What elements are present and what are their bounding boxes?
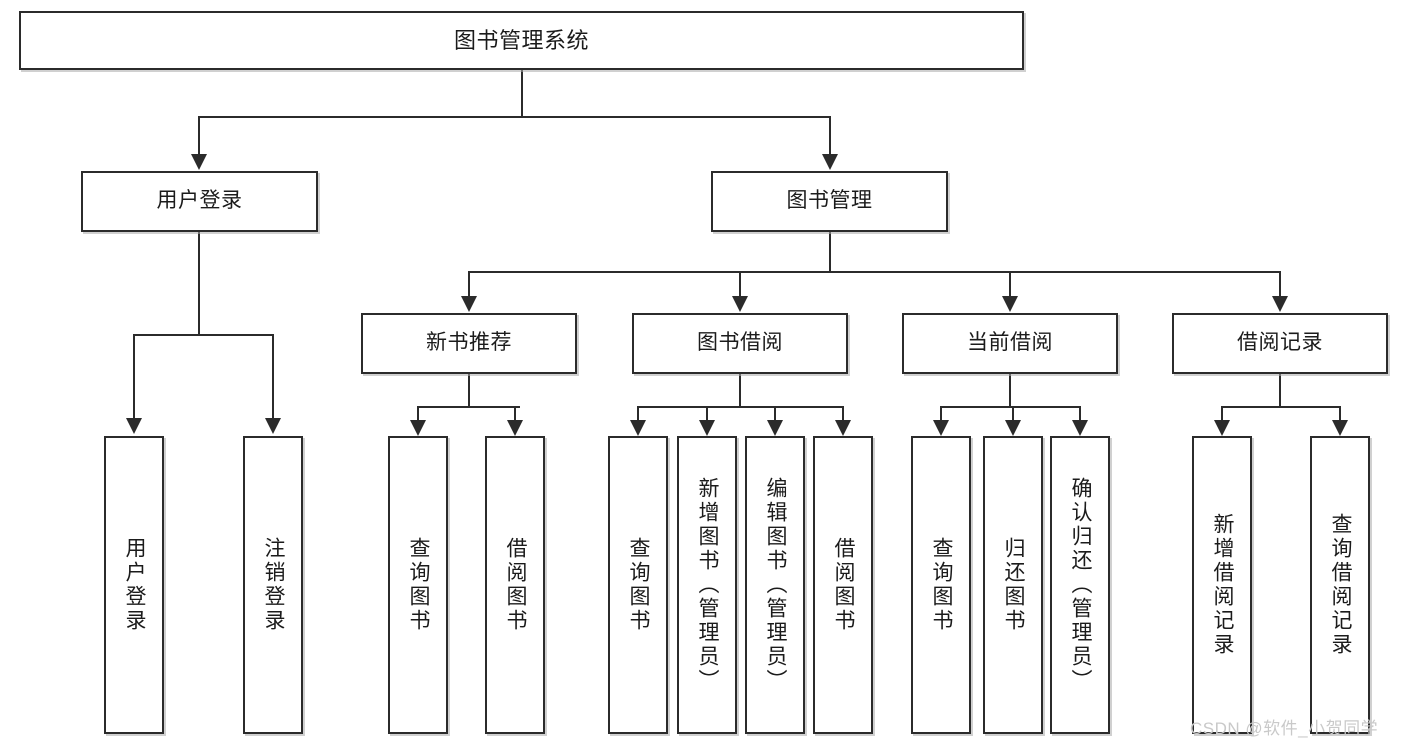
edge-to-current-borrow	[1009, 271, 1011, 297]
node-leaf-add-book-label: 新增图书（管理员）	[696, 477, 720, 693]
arrowhead-leaf-add-book	[699, 420, 715, 436]
edge-root-to-user-login	[198, 116, 200, 156]
node-leaf-user-login-label: 用户登录	[123, 537, 147, 633]
csdn-watermark: CSDN @软件_小贺同学	[1190, 719, 1379, 738]
edge-user-login-to-leaf-2	[272, 334, 274, 420]
node-leaf-add-book[interactable]: 新增图书（管理员）	[677, 436, 737, 734]
node-new-book-rec-label: 新书推荐	[426, 331, 512, 355]
edge-to-new-book-rec	[468, 271, 470, 297]
edge-book-borrow-bus	[637, 406, 843, 408]
node-leaf-user-login[interactable]: 用户登录	[104, 436, 164, 734]
edge-book-manage-stem	[829, 232, 831, 272]
node-leaf-return-book-label: 归还图书	[1002, 537, 1026, 633]
node-leaf-return-book[interactable]: 归还图书	[983, 436, 1043, 734]
node-book-manage[interactable]: 图书管理	[711, 171, 948, 232]
node-borrow-record-label: 借阅记录	[1237, 331, 1323, 355]
node-leaf-edit-book[interactable]: 编辑图书（管理员）	[745, 436, 805, 734]
node-leaf-user-logout[interactable]: 注销登录	[243, 436, 303, 734]
arrowhead-leaf-edit-book	[767, 420, 783, 436]
edge-user-login-bus	[133, 334, 273, 336]
node-leaf-add-record[interactable]: 新增借阅记录	[1192, 436, 1252, 734]
node-leaf-query-record[interactable]: 查询借阅记录	[1310, 436, 1370, 734]
node-borrow-record[interactable]: 借阅记录	[1172, 313, 1388, 374]
node-current-borrow-label: 当前借阅	[967, 331, 1053, 355]
node-leaf-borrow-book-1[interactable]: 借阅图书	[485, 436, 545, 734]
edge-current-borrow-to-leaf-1	[940, 406, 942, 422]
edge-new-book-rec-to-leaf-2	[514, 406, 516, 422]
arrowhead-leaf-borrow-book-2	[835, 420, 851, 436]
edge-current-borrow-to-leaf-3	[1079, 406, 1081, 422]
node-new-book-rec[interactable]: 新书推荐	[361, 313, 577, 374]
edge-borrow-record-stem	[1279, 374, 1281, 407]
node-leaf-query-book-3[interactable]: 查询图书	[911, 436, 971, 734]
edge-user-login-to-leaf-1	[133, 334, 135, 420]
node-leaf-user-logout-label: 注销登录	[262, 537, 286, 633]
node-leaf-borrow-book-1-label: 借阅图书	[504, 537, 528, 633]
edge-root-to-book-manage	[829, 116, 831, 156]
arrowhead-leaf-query-book-2	[630, 420, 646, 436]
edge-root-stem	[521, 70, 523, 117]
edge-borrow-record-to-leaf-1	[1221, 406, 1223, 422]
node-user-login[interactable]: 用户登录	[81, 171, 318, 232]
node-leaf-query-book-2[interactable]: 查询图书	[608, 436, 668, 734]
node-leaf-query-book-1-label: 查询图书	[407, 537, 431, 633]
edge-current-borrow-stem	[1009, 374, 1011, 407]
node-leaf-edit-book-label: 编辑图书（管理员）	[764, 477, 788, 693]
node-book-manage-label: 图书管理	[786, 189, 873, 213]
edge-book-borrow-to-leaf-4	[842, 406, 844, 422]
arrowhead-leaf-query-book-3	[933, 420, 949, 436]
node-leaf-add-record-label: 新增借阅记录	[1211, 513, 1235, 657]
arrowhead-leaf-user-logout	[265, 418, 281, 434]
node-book-borrow-label: 图书借阅	[697, 331, 783, 355]
node-book-borrow[interactable]: 图书借阅	[632, 313, 848, 374]
edge-user-login-stem	[198, 232, 200, 335]
edge-to-book-borrow	[739, 271, 741, 297]
node-user-login-label: 用户登录	[156, 189, 243, 213]
arrowhead-current-borrow	[1002, 296, 1018, 312]
node-leaf-query-book-2-label: 查询图书	[627, 537, 651, 633]
node-leaf-confirm-return-label: 确认归还（管理员）	[1069, 477, 1093, 693]
edge-new-book-rec-stem	[468, 374, 470, 407]
edge-book-borrow-to-leaf-1	[637, 406, 639, 422]
node-leaf-query-book-3-label: 查询图书	[930, 537, 954, 633]
node-leaf-borrow-book-2-label: 借阅图书	[832, 537, 856, 633]
node-leaf-query-book-1[interactable]: 查询图书	[388, 436, 448, 734]
edge-book-borrow-to-leaf-2	[706, 406, 708, 422]
edge-to-borrow-record	[1279, 271, 1281, 297]
node-leaf-confirm-return[interactable]: 确认归还（管理员）	[1050, 436, 1110, 734]
edge-borrow-record-bus	[1221, 406, 1340, 408]
arrowhead-leaf-query-book-1	[410, 420, 426, 436]
arrowhead-book-borrow	[732, 296, 748, 312]
arrowhead-user-login	[191, 154, 207, 170]
arrowhead-leaf-query-record	[1332, 420, 1348, 436]
node-leaf-borrow-book-2[interactable]: 借阅图书	[813, 436, 873, 734]
edge-new-book-rec-to-leaf-1	[417, 406, 419, 422]
arrowhead-book-manage	[822, 154, 838, 170]
edge-current-borrow-bus	[940, 406, 1080, 408]
edge-root-bus	[198, 116, 831, 118]
arrowhead-borrow-record	[1272, 296, 1288, 312]
arrowhead-leaf-user-login	[126, 418, 142, 434]
edge-new-book-rec-bus	[417, 406, 520, 408]
arrowhead-leaf-borrow-book-1	[507, 420, 523, 436]
arrowhead-leaf-return-book	[1005, 420, 1021, 436]
edge-borrow-record-to-leaf-2	[1339, 406, 1341, 422]
arrowhead-leaf-confirm-return	[1072, 420, 1088, 436]
node-leaf-query-record-label: 查询借阅记录	[1329, 513, 1353, 657]
node-root[interactable]: 图书管理系统	[19, 11, 1024, 70]
edge-book-borrow-stem	[739, 374, 741, 407]
edge-book-borrow-to-leaf-3	[774, 406, 776, 422]
node-root-label: 图书管理系统	[453, 27, 589, 53]
node-current-borrow[interactable]: 当前借阅	[902, 313, 1118, 374]
arrowhead-leaf-add-record	[1214, 420, 1230, 436]
edge-book-manage-bus	[468, 271, 1280, 273]
edge-current-borrow-to-leaf-2	[1012, 406, 1014, 422]
arrowhead-new-book-rec	[461, 296, 477, 312]
